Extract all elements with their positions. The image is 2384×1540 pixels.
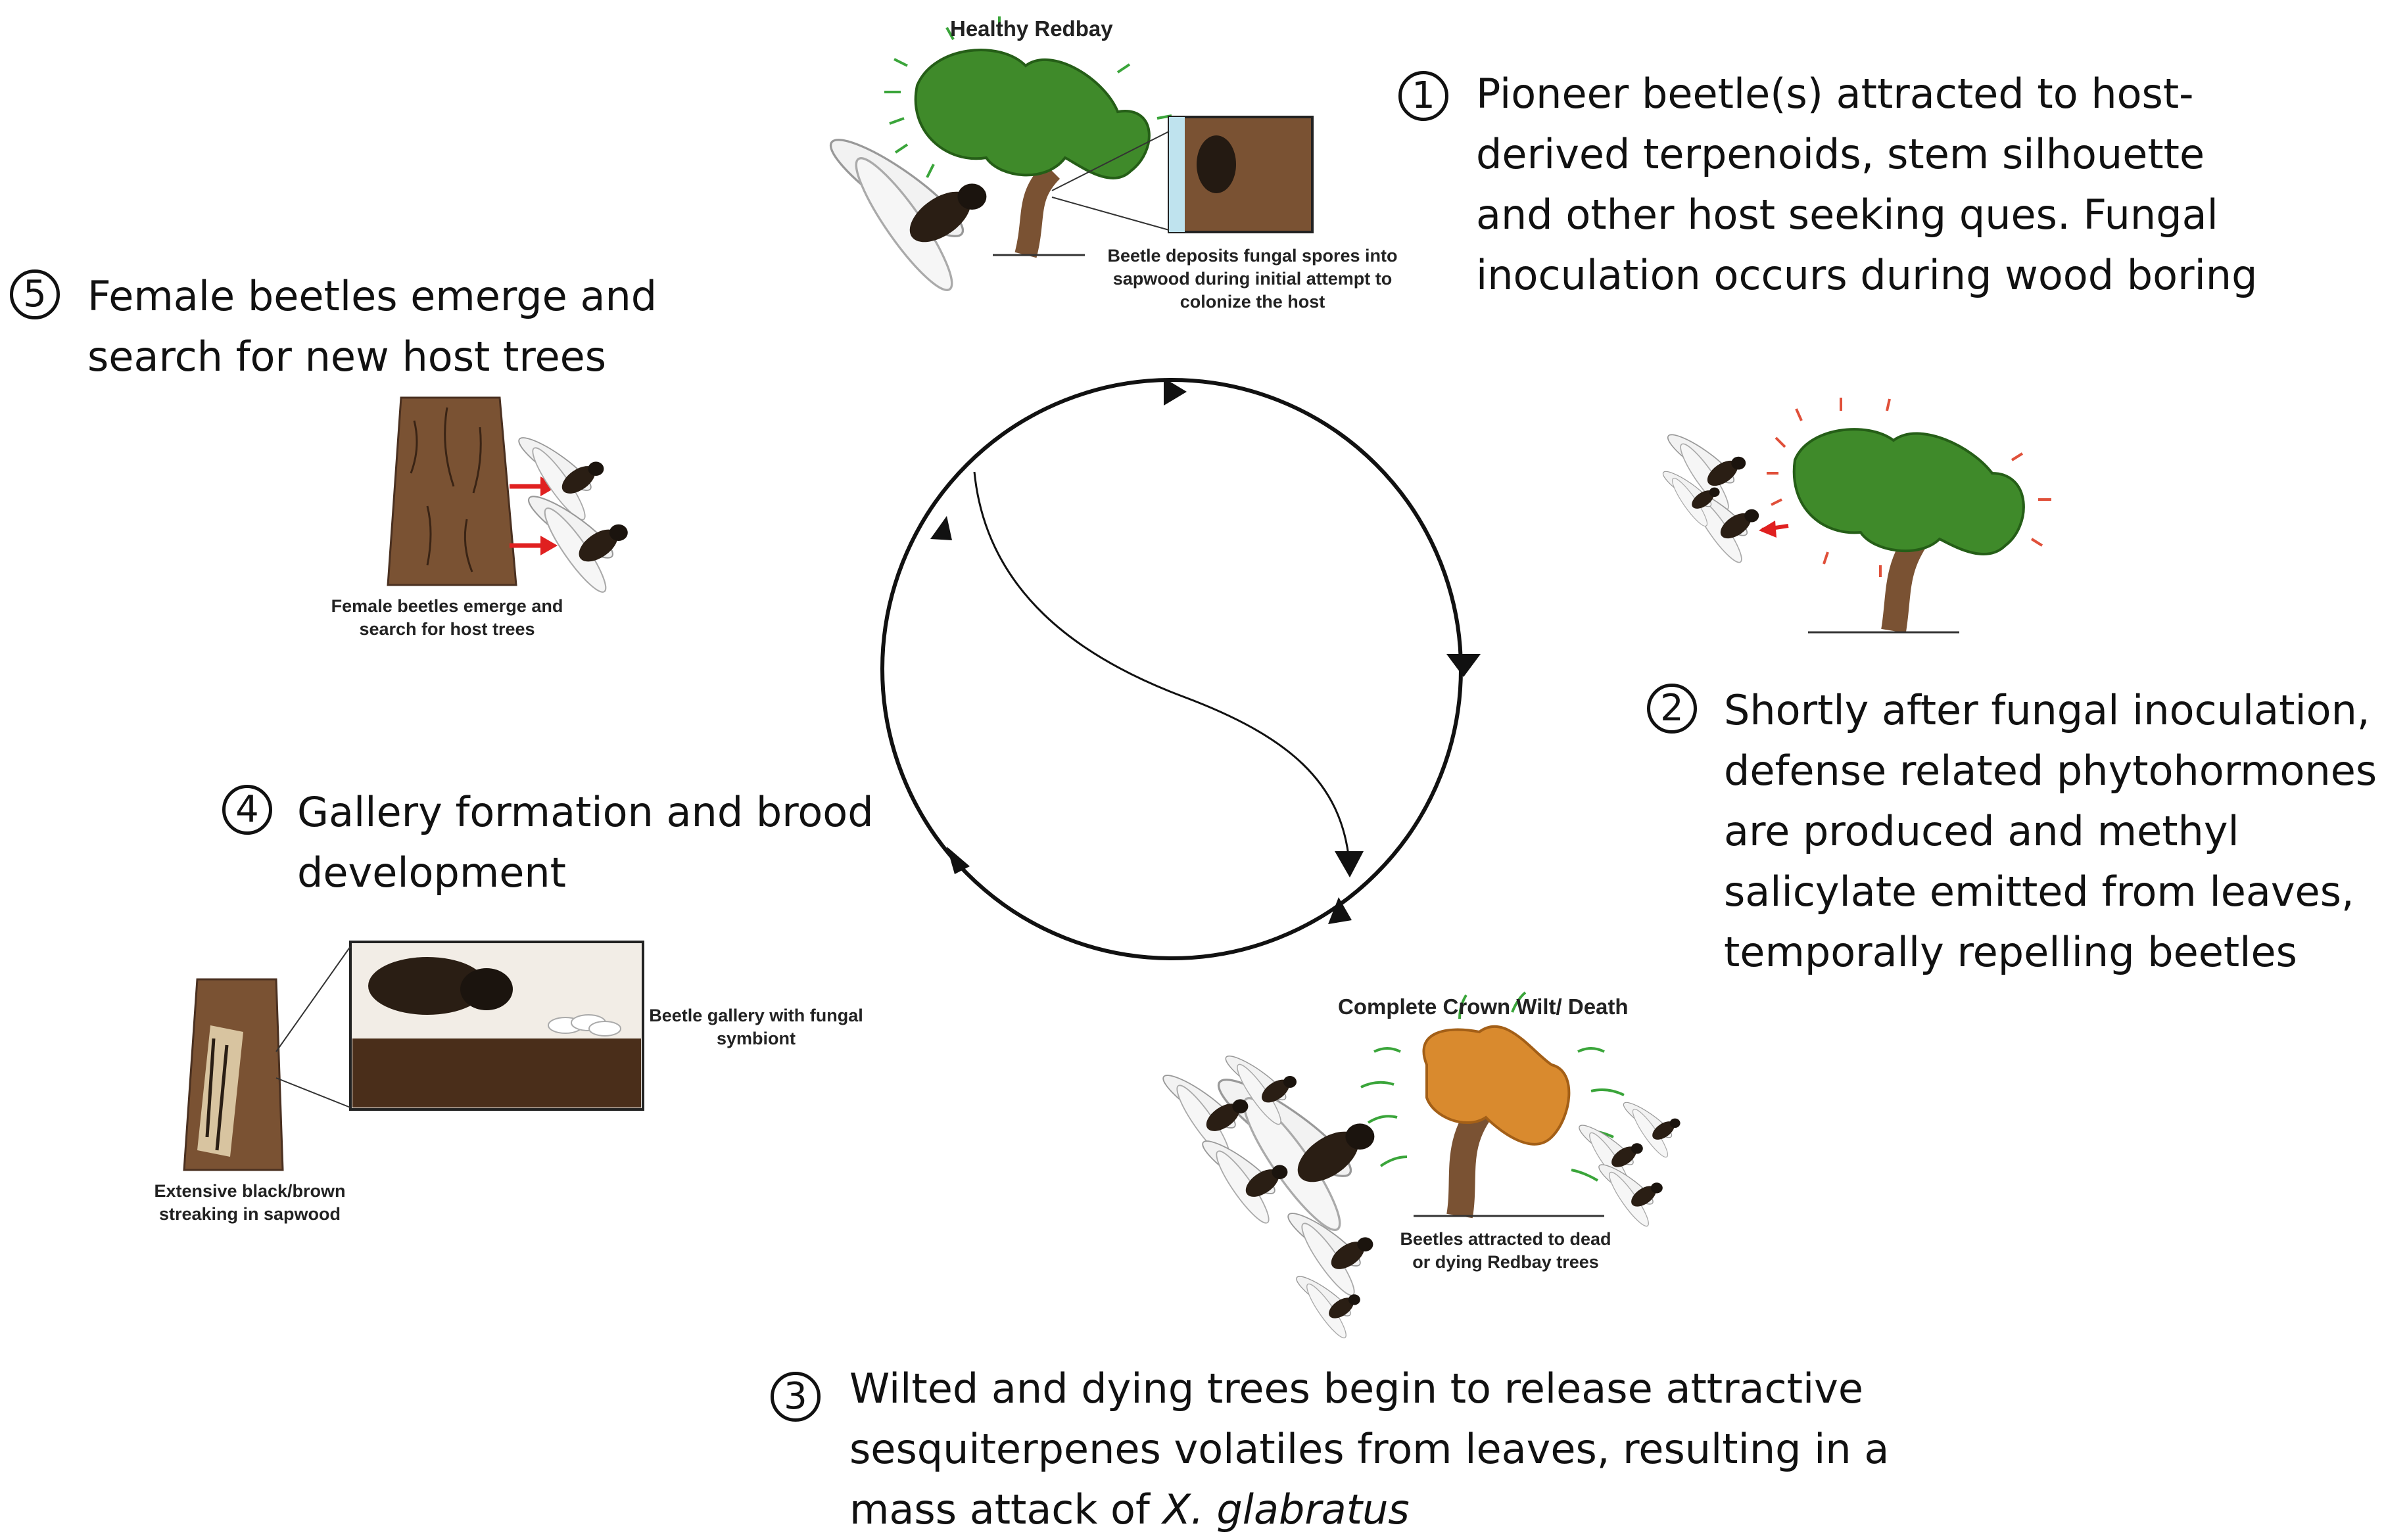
cycle-ring bbox=[880, 378, 1463, 960]
repel-marks bbox=[1767, 398, 2051, 577]
arrow-right bbox=[1446, 654, 1481, 677]
dead-crown bbox=[1422, 1025, 1571, 1146]
healthy-redbay-illustration bbox=[819, 16, 1314, 300]
gallery-illustration bbox=[183, 941, 644, 1171]
step-5-number: 5 bbox=[10, 269, 60, 319]
shortcut-curve bbox=[973, 471, 1350, 862]
step-1-number: 1 bbox=[1398, 71, 1448, 121]
arrow-shortcut bbox=[1335, 851, 1364, 877]
bark-inset bbox=[1168, 116, 1314, 233]
step-3-number: 3 bbox=[771, 1372, 821, 1422]
step-5-text: Female beetles emerge and search for new… bbox=[87, 272, 657, 381]
crown-wilt-title: Complete Crown Wilt/ Death bbox=[1338, 994, 1629, 1019]
healthy-volatiles bbox=[884, 16, 1172, 178]
repel-crown bbox=[1792, 428, 2025, 555]
emerge-illustration bbox=[387, 396, 629, 599]
arrow-left bbox=[947, 847, 970, 874]
healthy-crown bbox=[914, 49, 1151, 179]
healthy-redbay-title: Healthy Redbay bbox=[950, 16, 1113, 41]
step-3-text: Wilted and dying trees begin to release … bbox=[849, 1359, 1915, 1540]
step-4-text: Gallery formation and brood development bbox=[297, 788, 874, 897]
step-3-text-main: Wilted and dying trees begin to release … bbox=[849, 1365, 1890, 1533]
repel-illustration bbox=[1659, 398, 2051, 634]
arrow-top-left bbox=[930, 516, 952, 540]
streaking-caption: Extensive black/brown streaking in sapwo… bbox=[154, 1181, 346, 1224]
step-2-number: 2 bbox=[1647, 684, 1697, 734]
arrow-top bbox=[1164, 378, 1187, 406]
emerge-caption: Female beetles emerge and search for hos… bbox=[331, 596, 563, 639]
step-3-species: X. glabratus bbox=[1162, 1485, 1410, 1533]
deposit-caption: Beetle deposits fungal spores into sapwo… bbox=[1107, 246, 1398, 312]
step-1-text: Pioneer beetle(s) attracted to host-deri… bbox=[1476, 70, 2258, 299]
attract-caption: Beetles attracted to dead or dying Redba… bbox=[1400, 1229, 1611, 1272]
dying-redbay-illustration bbox=[1157, 991, 1681, 1342]
step-4-number: 4 bbox=[222, 785, 272, 835]
emerge-trunk bbox=[387, 396, 517, 586]
step-2-text: Shortly after fungal inoculation, defens… bbox=[1724, 686, 2377, 976]
arrow-bottom-right bbox=[1328, 897, 1352, 924]
gallery-caption: Beetle gallery with fungal symbiont bbox=[649, 1006, 863, 1048]
